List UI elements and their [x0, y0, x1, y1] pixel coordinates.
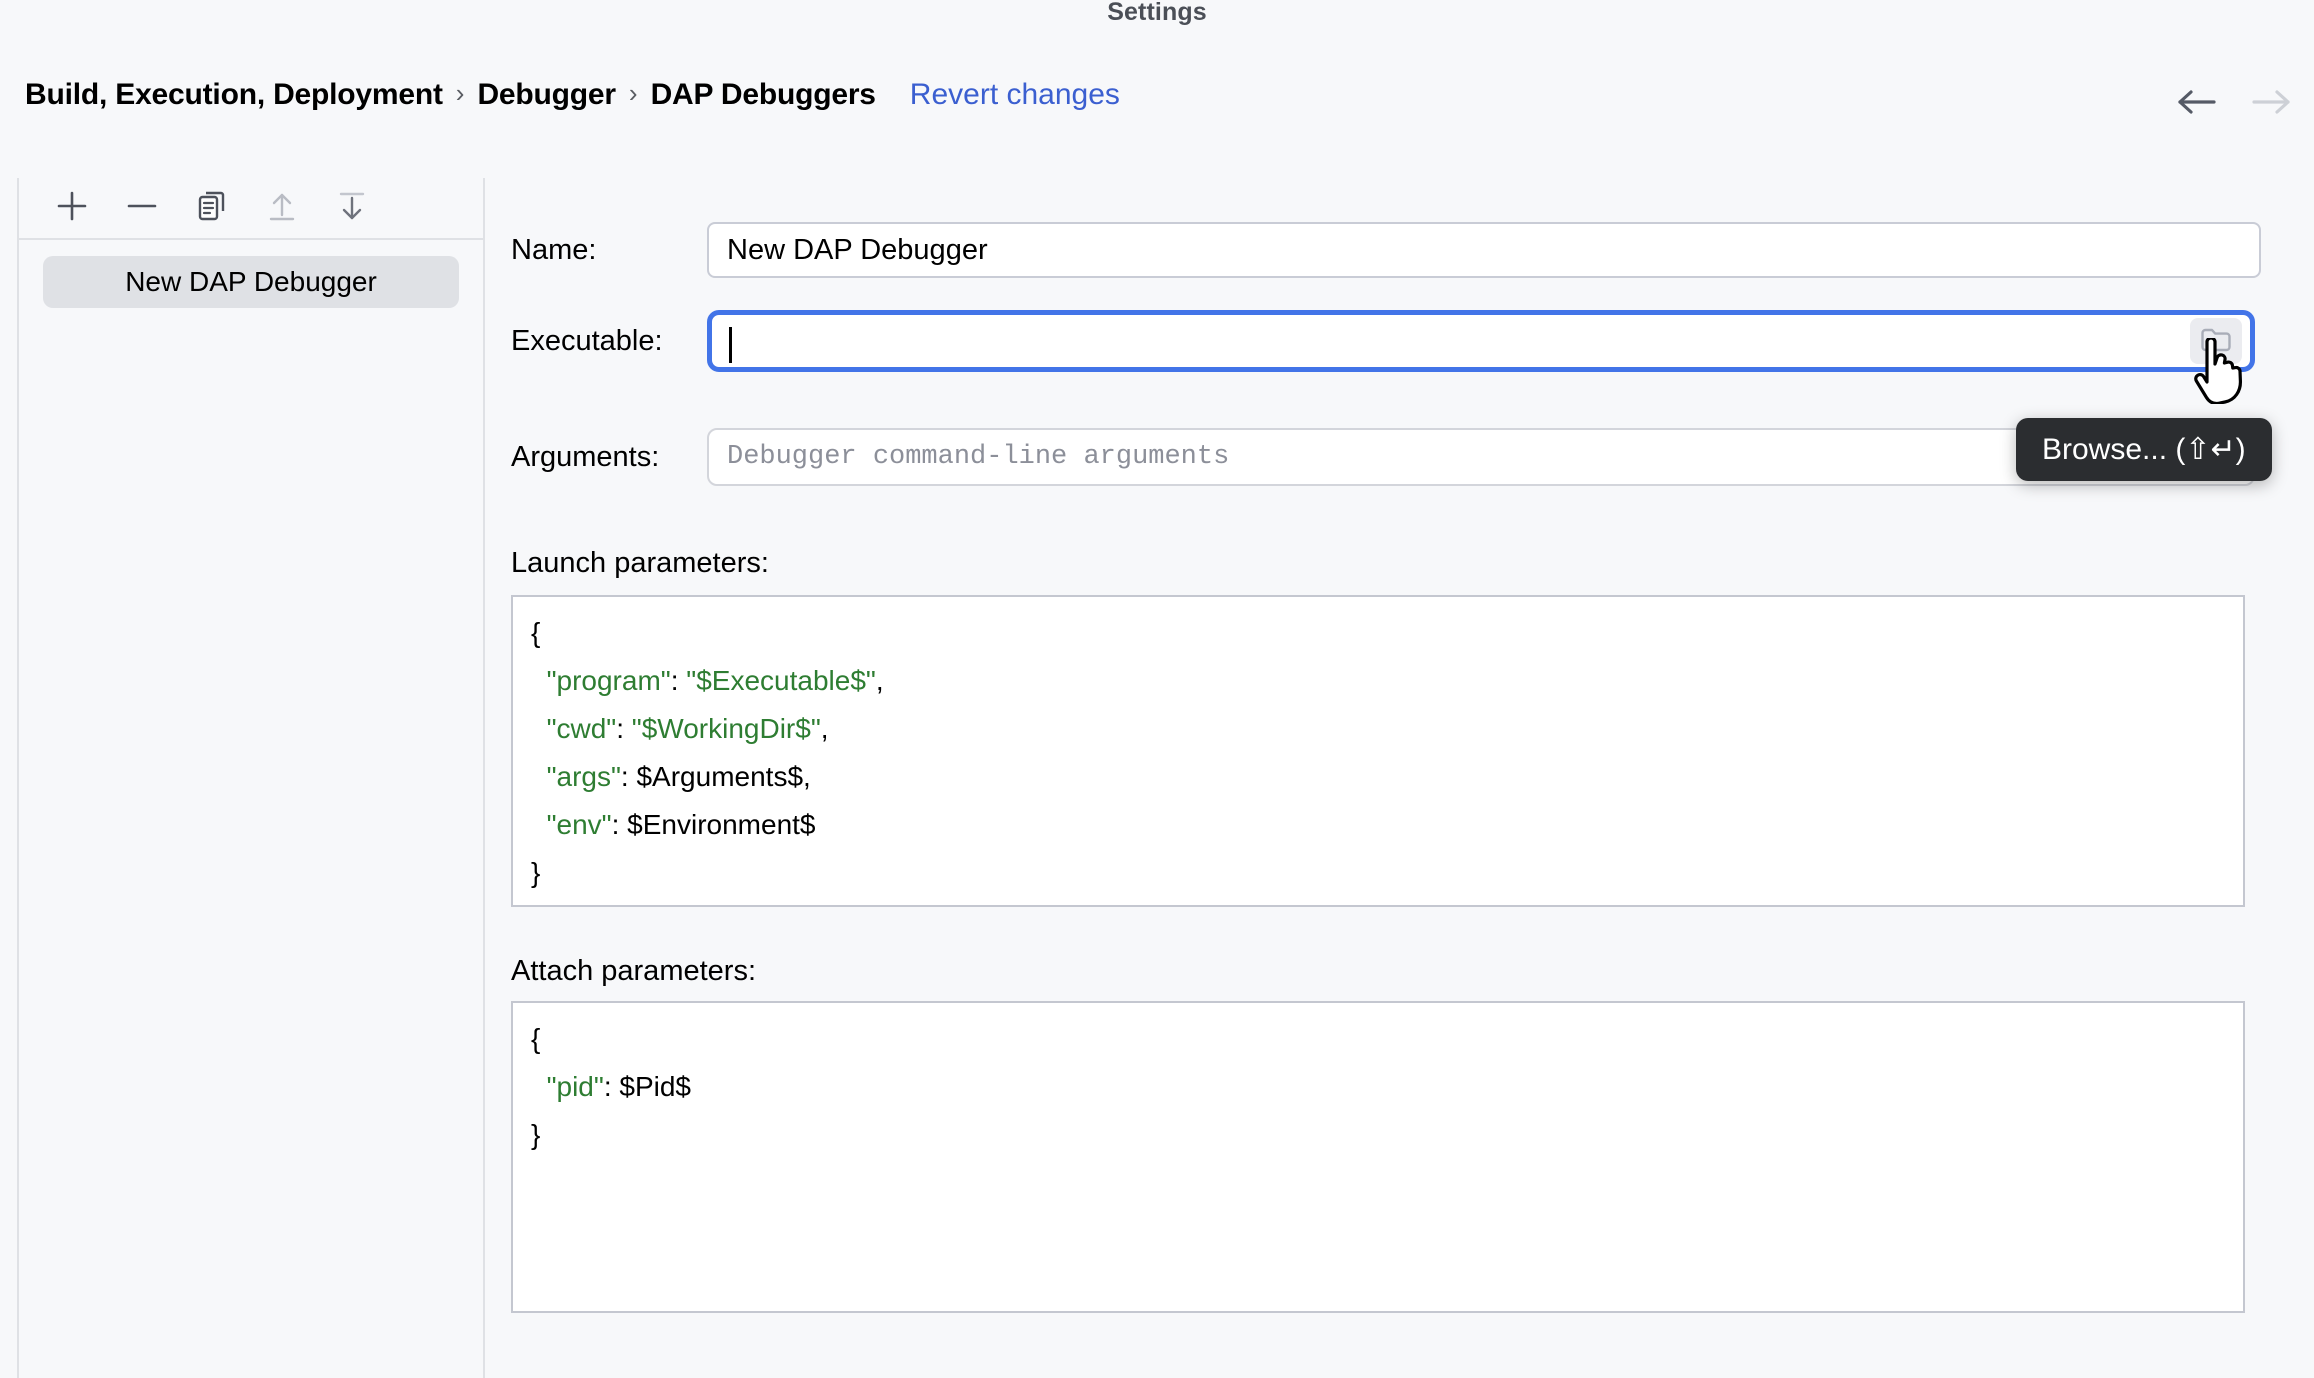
name-field-row: Name: [511, 222, 2261, 278]
debuggers-list-panel: New DAP Debugger [17, 178, 485, 1378]
code-token [531, 761, 547, 792]
arrow-left-icon[interactable] [2176, 86, 2220, 123]
code-token: "env" [546, 809, 612, 840]
arguments-field-row: Arguments: [511, 428, 2255, 486]
breadcrumb-separator-1: › [455, 78, 465, 108]
list-toolbar [19, 178, 483, 240]
code-line: "cwd": "$WorkingDir$", [531, 705, 2225, 753]
code-line: { [531, 1015, 2225, 1063]
code-token: : [620, 761, 637, 792]
launch-parameters-label: Launch parameters: [511, 547, 769, 579]
window-title: Settings [1107, 0, 1207, 26]
code-line: "pid": $Pid$ [531, 1063, 2225, 1111]
executable-input[interactable] [712, 316, 2190, 366]
name-label: Name: [511, 233, 597, 266]
text-caret [729, 327, 732, 363]
code-token: "args" [546, 761, 621, 792]
code-token: "$Executable$" [686, 665, 876, 696]
code-line: "env": $Environment$ [531, 801, 2225, 849]
name-input[interactable] [707, 222, 2261, 278]
remove-button[interactable] [107, 180, 177, 236]
code-line: } [531, 1111, 2225, 1159]
code-line: } [531, 849, 2225, 897]
executable-label: Executable: [511, 324, 663, 357]
code-token: $Pid$ [619, 1071, 691, 1102]
code-token [531, 809, 547, 840]
code-token: $Environment$ [627, 809, 816, 840]
export-button[interactable] [317, 180, 387, 236]
code-token: "$WorkingDir$" [631, 713, 821, 744]
breadcrumb: Build, Execution, Deployment › Debugger … [25, 78, 1120, 112]
code-line: "program": "$Executable$", [531, 657, 2225, 705]
code-token: { [531, 617, 541, 648]
arrow-up-import-icon [265, 189, 299, 228]
code-token [531, 665, 547, 696]
code-line: "args": $Arguments$, [531, 753, 2225, 801]
arguments-input[interactable] [707, 428, 2255, 486]
launch-parameters-editor[interactable]: { "program": "$Executable$", "cwd": "$Wo… [511, 595, 2245, 907]
import-button [247, 180, 317, 236]
code-token: } [531, 1119, 541, 1150]
code-token: , [803, 761, 811, 792]
minus-icon [125, 189, 159, 228]
executable-field-row: Executable: [511, 310, 2255, 372]
list-item-label: New DAP Debugger [125, 266, 377, 297]
code-token: { [531, 1023, 541, 1054]
code-token: : [603, 1071, 620, 1102]
copy-button[interactable] [177, 180, 247, 236]
navigation-arrows [2176, 86, 2292, 123]
browse-button[interactable] [2190, 318, 2242, 364]
code-token: "cwd" [546, 713, 617, 744]
code-token: $Arguments$ [636, 761, 804, 792]
code-token: , [875, 665, 884, 696]
code-token: : [616, 713, 632, 744]
folder-icon [2199, 324, 2233, 359]
code-token: "pid" [546, 1071, 604, 1102]
browse-tooltip: Browse... (⇧↵) [2016, 418, 2272, 481]
debugger-list: New DAP Debugger [19, 240, 483, 308]
copy-icon [195, 189, 229, 228]
arguments-label: Arguments: [511, 440, 660, 473]
attach-parameters-editor[interactable]: { "pid": $Pid$} [511, 1001, 2245, 1313]
code-token [531, 713, 547, 744]
code-token: } [531, 857, 541, 888]
code-token: : [670, 665, 687, 696]
code-token [531, 1071, 547, 1102]
breadcrumb-item-debugger[interactable]: Debugger [477, 78, 616, 111]
code-token: : [611, 809, 628, 840]
attach-parameters-label: Attach parameters: [511, 955, 756, 987]
add-button[interactable] [37, 180, 107, 236]
executable-input-wrapper[interactable] [707, 310, 2255, 372]
breadcrumb-separator-2: › [628, 78, 638, 108]
code-token: , [820, 713, 829, 744]
breadcrumb-item-dap-debuggers: DAP Debuggers [650, 78, 876, 111]
revert-changes-link[interactable]: Revert changes [909, 78, 1120, 111]
arrow-right-icon [2248, 86, 2292, 123]
plus-icon [55, 189, 89, 228]
arrow-down-export-icon [335, 189, 369, 228]
code-token: "program" [546, 665, 671, 696]
list-item-new-dap-debugger[interactable]: New DAP Debugger [43, 256, 459, 308]
breadcrumb-item-build-execution-deployment[interactable]: Build, Execution, Deployment [25, 78, 443, 111]
code-line: { [531, 609, 2225, 657]
